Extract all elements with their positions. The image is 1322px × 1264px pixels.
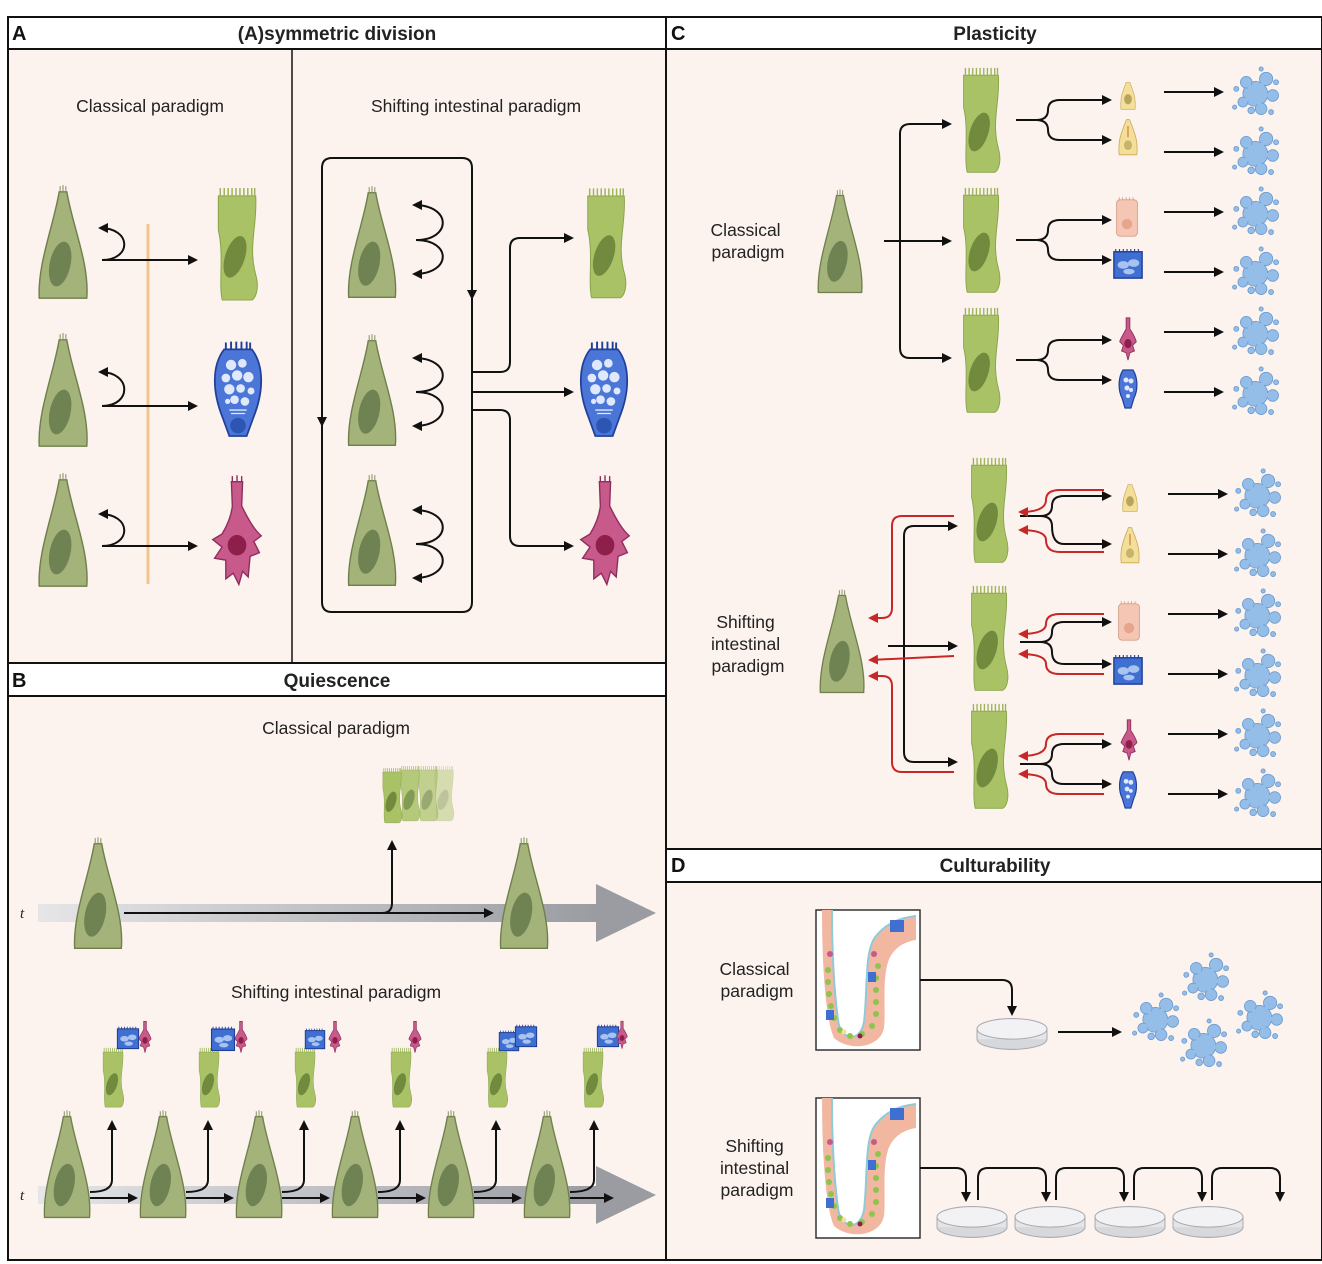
panel-a-left-label: Classical paradigm — [76, 96, 224, 116]
panel-b-shifting — [43, 1020, 628, 1219]
panel-d-top-label: Classical paradigm — [720, 959, 795, 1001]
enterocyte-icon — [970, 703, 1009, 810]
panel-c-classical — [817, 67, 1278, 415]
panel-b-title: Quiescence — [284, 671, 391, 692]
goblet-cell-icon — [1113, 248, 1143, 279]
panel-b-frame — [7, 662, 667, 1261]
enterocyte-icon — [962, 67, 1001, 174]
panel-d-shifting — [815, 1097, 1285, 1239]
time-label: t — [20, 1188, 25, 1204]
enterocyte-icon — [587, 187, 627, 299]
enterocyte-icon — [962, 187, 1001, 294]
paneth-cell-icon — [1116, 196, 1138, 237]
enterocyte-icon — [400, 765, 421, 822]
panel-c-bottom-label: Shifting intestinal paradigm — [711, 612, 785, 676]
title-bars — [7, 16, 1322, 883]
paneth-cell-icon — [1118, 600, 1140, 641]
time-label: t — [20, 906, 25, 922]
enterocyte-icon — [102, 1047, 125, 1108]
culture-dish-icon — [1014, 1206, 1086, 1238]
goblet-cell-icon — [304, 1028, 326, 1050]
panel-c-top-label: Classical paradigm — [711, 220, 786, 262]
goblet-cell-icon — [514, 1024, 538, 1048]
panel-a-shifting — [317, 157, 630, 613]
enterocyte-icon — [970, 457, 1009, 564]
panel-c-titlebar — [665, 16, 1322, 50]
panel-b-titlebar — [7, 662, 667, 697]
enterocyte-icon — [294, 1047, 317, 1108]
panel-a-right-label: Shifting intestinal paradigm — [371, 96, 581, 116]
culture-dish-icon — [1172, 1206, 1244, 1238]
enterocyte-icon — [962, 307, 1001, 414]
goblet-cell-icon — [1113, 654, 1143, 685]
panel-c-letter: C — [671, 23, 685, 45]
panel-a-classical — [38, 184, 263, 587]
enterocyte-icon — [970, 585, 1009, 692]
enterocyte-icon — [486, 1047, 509, 1108]
enterocyte-icon — [418, 765, 439, 822]
crypt-villus-icon — [815, 909, 921, 1051]
enterocyte-icon — [198, 1047, 221, 1108]
goblet-cell-icon — [596, 1024, 620, 1048]
panel-d-classical — [815, 909, 1283, 1067]
culture-dish-icon — [1094, 1206, 1166, 1238]
panel-d-letter: D — [671, 855, 685, 877]
reversion-arrows — [868, 489, 1104, 795]
culture-dish-icon — [936, 1206, 1008, 1238]
panel-d-bottom-label: Shifting intestinal paradigm — [720, 1136, 794, 1200]
goblet-cell-icon — [210, 1026, 236, 1052]
panel-b-letter: B — [12, 670, 26, 692]
enterocyte-icon — [217, 187, 259, 301]
panel-a-title: (A)symmetric division — [238, 24, 437, 45]
enterocyte-icon — [382, 767, 403, 824]
enterocyte-icon — [390, 1047, 413, 1108]
enterocyte-icon — [582, 1047, 605, 1108]
panel-b-bottom-label: Shifting intestinal paradigm — [231, 982, 441, 1002]
panel-d-titlebar — [665, 848, 1322, 883]
panel-b-classical — [73, 765, 549, 949]
panel-c-title: Plasticity — [953, 24, 1037, 45]
panel-d-title: Culturability — [940, 856, 1051, 877]
panel-a-letter: A — [12, 23, 26, 45]
culture-dish-icon — [976, 1018, 1048, 1050]
goblet-cell-icon — [116, 1026, 140, 1050]
panel-c-shifting — [819, 457, 1280, 817]
panel-b-top-label: Classical paradigm — [262, 718, 410, 738]
crypt-villus-icon — [815, 1097, 921, 1239]
